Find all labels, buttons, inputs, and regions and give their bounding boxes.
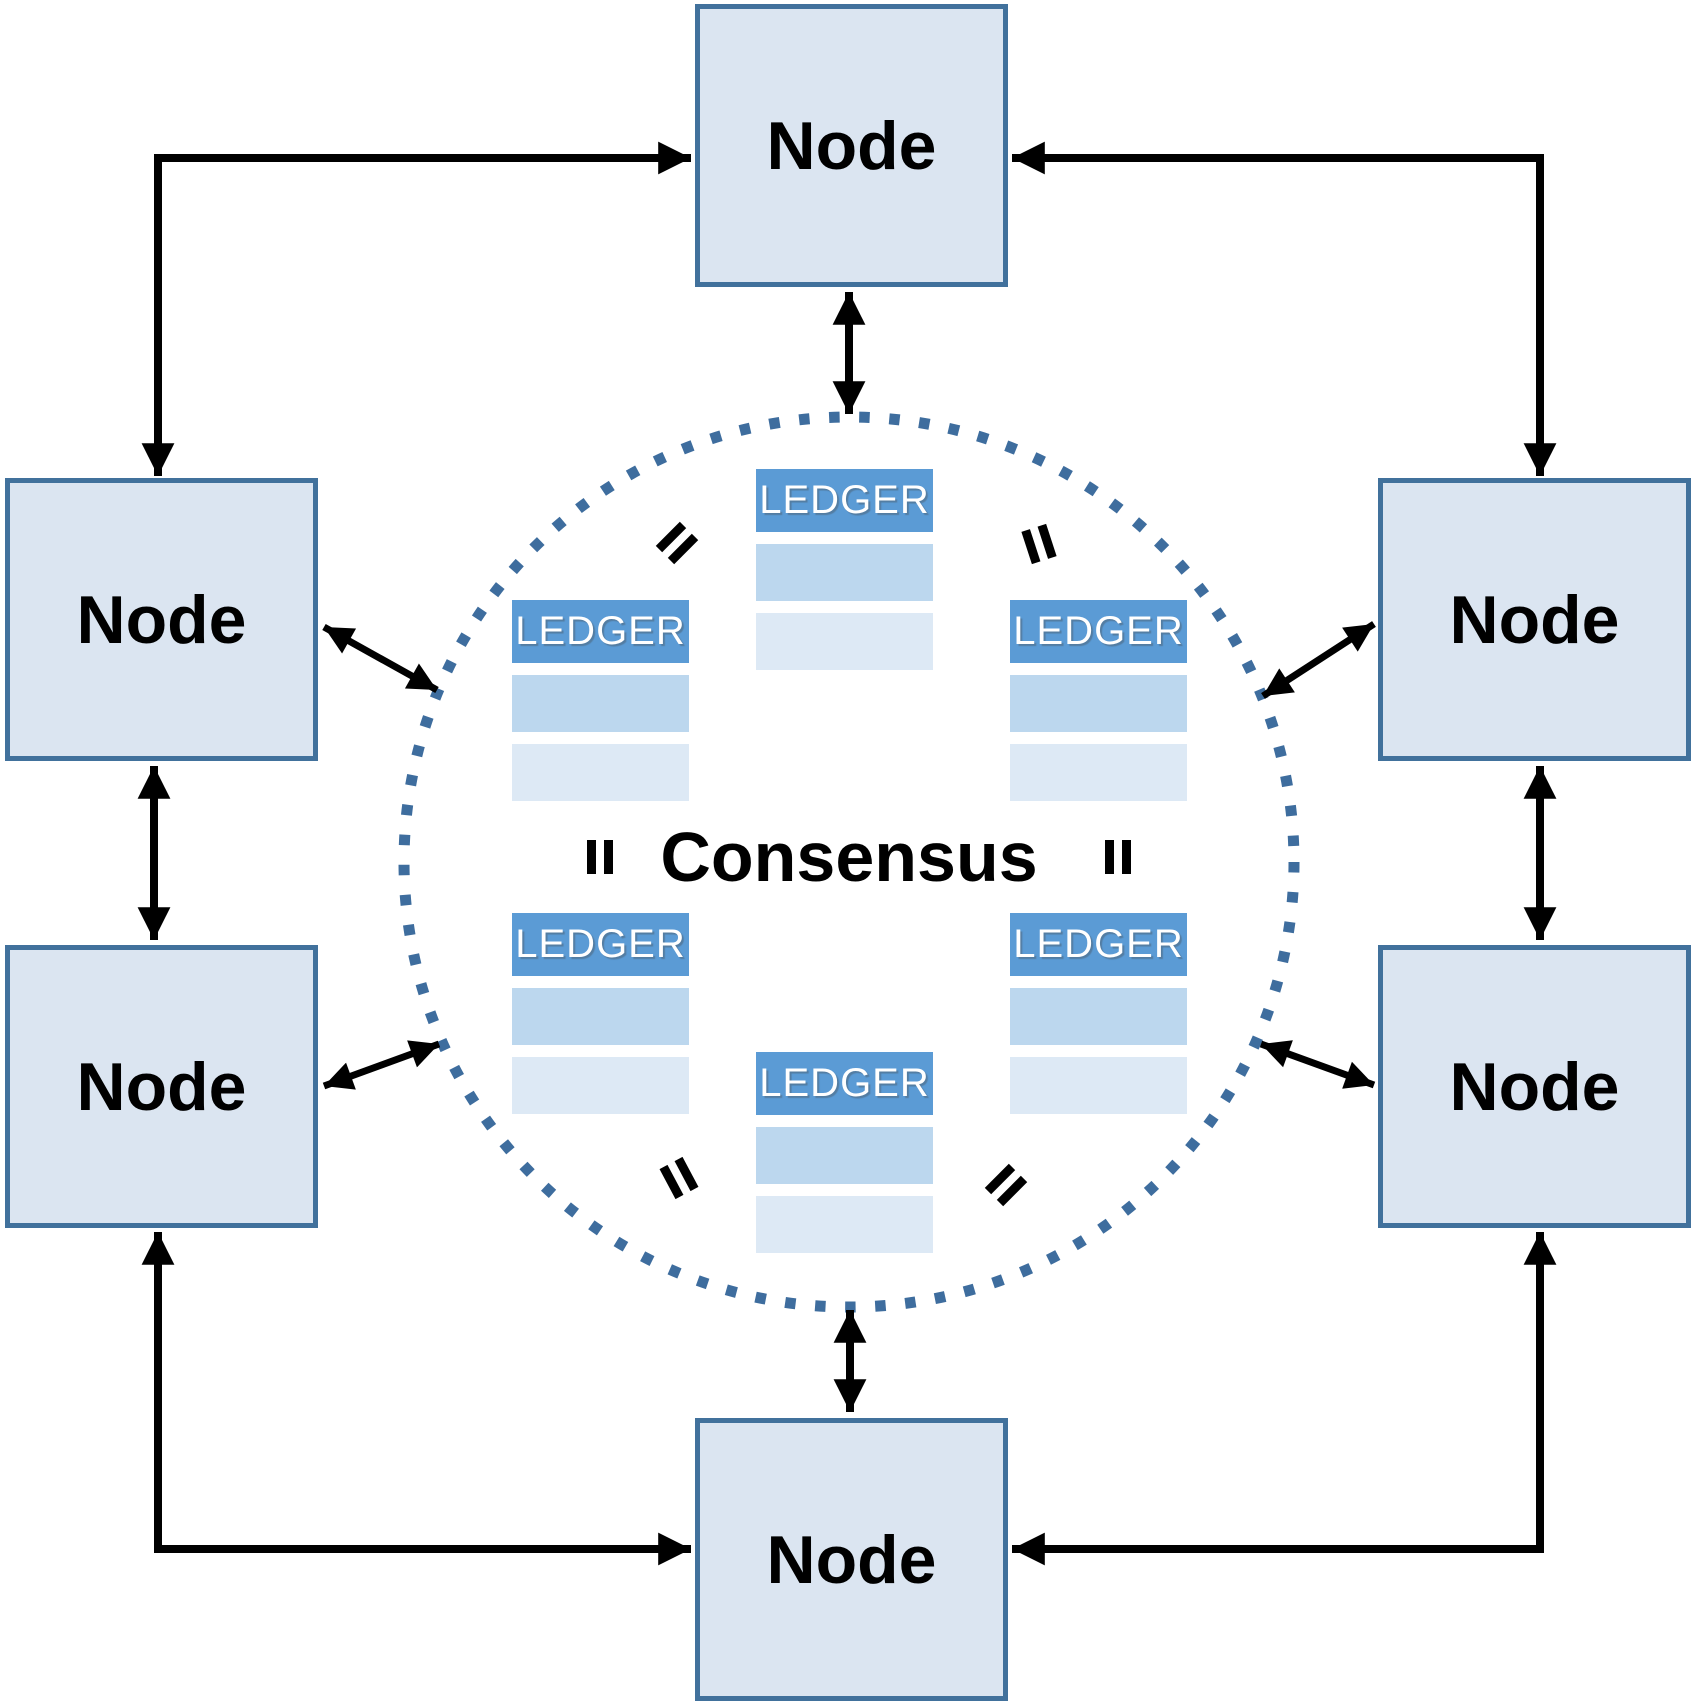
equals-icon-lower-left — [659, 1156, 699, 1200]
node-label: Node — [76, 581, 247, 658]
node-label: Node — [766, 107, 937, 184]
ledger-row — [756, 613, 933, 670]
ledger-row — [512, 1057, 689, 1114]
node-label: Node — [766, 1521, 937, 1598]
ledger-table-right: LEDGER — [1010, 600, 1187, 813]
ledger-row — [512, 744, 689, 801]
arrow-lefttop-to-top — [141, 141, 691, 476]
ledger-header: LEDGER — [1010, 913, 1187, 976]
ledger-row — [1010, 988, 1187, 1045]
ledger-header: LEDGER — [1010, 600, 1187, 663]
ledger-row — [756, 1127, 933, 1184]
node-box-left-top: Node — [5, 478, 318, 761]
ledger-table-lower-right: LEDGER — [1010, 913, 1187, 1126]
ledger-row — [1010, 1057, 1187, 1114]
ledger-table-left: LEDGER — [512, 600, 689, 813]
node-label: Node — [1449, 581, 1620, 658]
equals-icon-upper-left — [655, 521, 699, 565]
arrow-righttop-to-top — [1012, 141, 1557, 476]
ledger-row — [756, 1196, 933, 1253]
ledger-table-bottom: LEDGER — [756, 1052, 933, 1265]
ledger-header: LEDGER — [756, 469, 933, 532]
node-box-right-top: Node — [1378, 478, 1691, 761]
ledger-table-top: LEDGER — [756, 469, 933, 682]
ledger-header: LEDGER — [512, 600, 689, 663]
arrow-rightbottom-node-circle — [1259, 1040, 1376, 1089]
ledger-row — [1010, 744, 1187, 801]
node-label: Node — [1449, 1048, 1620, 1125]
consensus-label: Consensus — [660, 818, 1038, 896]
node-box-top: Node — [695, 4, 1008, 287]
equals-icon-middle-right — [1105, 840, 1131, 874]
node-box-right-bottom: Node — [1378, 945, 1691, 1228]
consensus-dotted-circle — [398, 411, 1300, 1313]
ledger-row — [1010, 675, 1187, 732]
ledger-header: LEDGER — [756, 1052, 933, 1115]
arrow-righttop-node-circle — [1261, 621, 1376, 699]
ledger-header: LEDGER — [512, 913, 689, 976]
arrow-leftbottom-to-bottom — [141, 1232, 691, 1566]
arrow-rightbottom-to-bottom — [1012, 1232, 1557, 1566]
equals-icon-lower-right — [984, 1163, 1028, 1207]
arrow-lefttop-node-circle — [322, 623, 439, 694]
ledger-row — [512, 988, 689, 1045]
node-label: Node — [76, 1048, 247, 1125]
ledger-table-lower-left: LEDGER — [512, 913, 689, 1126]
equals-icon-upper-right — [1021, 523, 1057, 565]
node-box-left-bottom: Node — [5, 945, 318, 1228]
node-box-bottom: Node — [695, 1418, 1008, 1701]
ledger-row — [756, 544, 933, 601]
ledger-row — [512, 675, 689, 732]
equals-icon-middle-left — [587, 840, 613, 874]
arrow-leftbottom-node-circle — [322, 1040, 441, 1090]
